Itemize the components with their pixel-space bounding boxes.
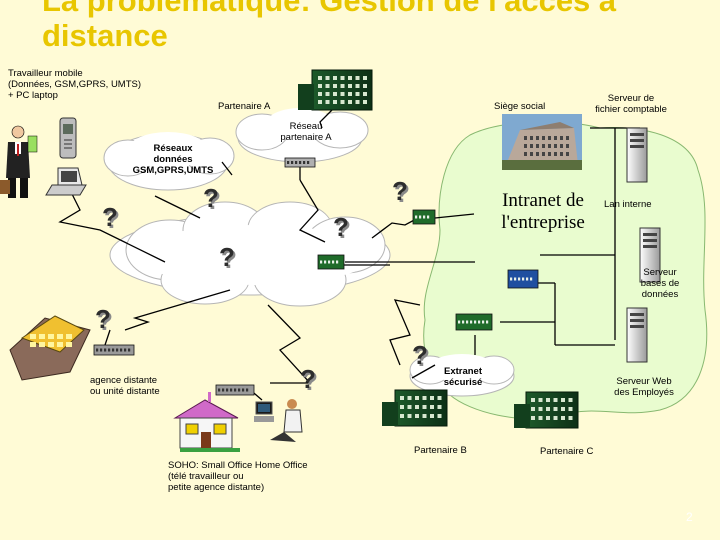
question-mark-7: ?	[412, 340, 428, 370]
partner-b-building-icon	[382, 389, 448, 427]
partner-network-a-label: Réseau partenaire A	[280, 121, 332, 143]
partner-a-building-icon	[298, 69, 373, 111]
db-server-label: Serveur bases de données	[640, 267, 680, 300]
remote-agency-modem-icon	[93, 344, 135, 356]
house-icon	[173, 392, 240, 452]
internet-router-icon	[317, 254, 345, 270]
data-networks-label: Réseaux données GSM,GPRS,UMTS	[132, 143, 214, 176]
accounting-server-icon	[626, 127, 648, 183]
question-mark-8: ?	[300, 364, 316, 394]
partner-c-label: Partenaire C	[540, 446, 594, 457]
question-mark-3: ?	[392, 176, 408, 206]
partner-b-label: Partenaire B	[414, 445, 467, 456]
laptop-icon	[45, 167, 87, 196]
partner-a-label: Partenaire A	[218, 101, 271, 112]
person-icon	[0, 125, 38, 198]
intranet-router-icon	[412, 209, 436, 225]
question-mark-2: ?	[203, 183, 219, 213]
intranet-label: Intranet de l'entreprise	[501, 190, 585, 233]
partner-a-modem-icon	[284, 157, 316, 168]
internal-lan-label: Lan interne	[604, 199, 652, 210]
accounting-server-label: Serveur de fichier comptable	[595, 93, 667, 115]
data-networks-cloud	[103, 132, 235, 191]
web-server-label: Serveur Web des Employés	[614, 376, 674, 398]
remote-agency-label: agence distante ou unité distante	[90, 375, 160, 397]
soho-modem-icon	[215, 384, 255, 396]
question-mark-5: ?	[219, 242, 235, 272]
extranet-router-icon	[455, 313, 493, 331]
question-mark-6: ?	[95, 304, 111, 334]
partner-network-a-cloud	[235, 108, 369, 163]
phone-icon	[59, 117, 77, 159]
extranet-cloud	[409, 354, 515, 397]
head-office-building-icon	[502, 114, 582, 170]
page-number: 2	[686, 510, 693, 524]
intranet-switch-icon	[507, 269, 539, 289]
slide-title: La problématique: Gestion de l'accès à d…	[42, 0, 617, 53]
soho-label: SOHO: Small Office Home Office (télé tra…	[168, 460, 308, 493]
question-mark-4: ?	[333, 212, 349, 242]
db-server-icon	[639, 227, 661, 283]
remote-agency-building-icon	[9, 315, 91, 381]
soho-computer-user-icon	[254, 399, 303, 442]
question-mark-1: ?	[102, 202, 118, 232]
extranet-label: Extranet sécurisé	[443, 366, 483, 388]
head-office-label: Siège social	[494, 101, 546, 112]
web-server-icon	[626, 307, 648, 363]
partner-c-building-icon	[514, 391, 579, 429]
mobile-worker-label: Travailleur mobile (Données, GSM,GPRS, U…	[8, 68, 142, 101]
